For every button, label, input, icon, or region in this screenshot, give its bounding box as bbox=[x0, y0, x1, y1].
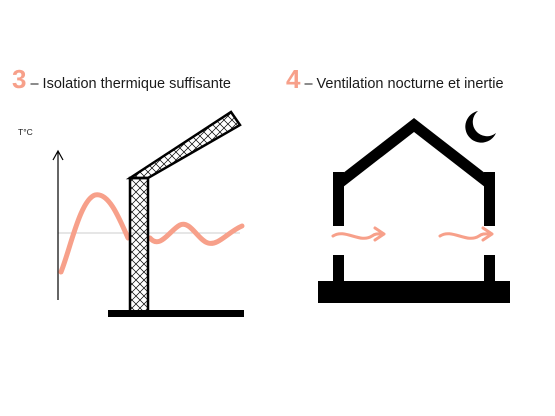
panel-3-heading: 3 – Isolation thermique suffisante bbox=[12, 64, 231, 95]
outdoor-temperature-curve bbox=[58, 192, 131, 275]
insulated-wall bbox=[128, 176, 150, 316]
house-roof bbox=[334, 118, 494, 189]
house-outline bbox=[333, 172, 495, 285]
temperature-axis bbox=[52, 149, 64, 300]
indoor-temperature-curve bbox=[147, 221, 245, 246]
panel-4-title: – Ventilation nocturne et inertie bbox=[304, 76, 504, 92]
panel-4-heading: 4 – Ventilation nocturne et inertie bbox=[286, 64, 504, 95]
panel-4-illustration bbox=[318, 111, 510, 303]
panel-3-illustration bbox=[52, 110, 245, 317]
insulated-roof bbox=[125, 110, 242, 180]
airflow-arrow-right bbox=[438, 226, 494, 242]
panel-4-number: 4 bbox=[286, 64, 301, 94]
airflow-arrow-left bbox=[331, 226, 386, 242]
panel-3-number: 3 bbox=[12, 64, 27, 94]
floor-slab bbox=[318, 281, 510, 303]
crescent-moon-icon bbox=[465, 111, 496, 143]
ground-slab bbox=[108, 310, 244, 317]
temperature-axis-label: T°C bbox=[18, 127, 33, 137]
panel-3-title: – Isolation thermique suffisante bbox=[30, 76, 231, 92]
